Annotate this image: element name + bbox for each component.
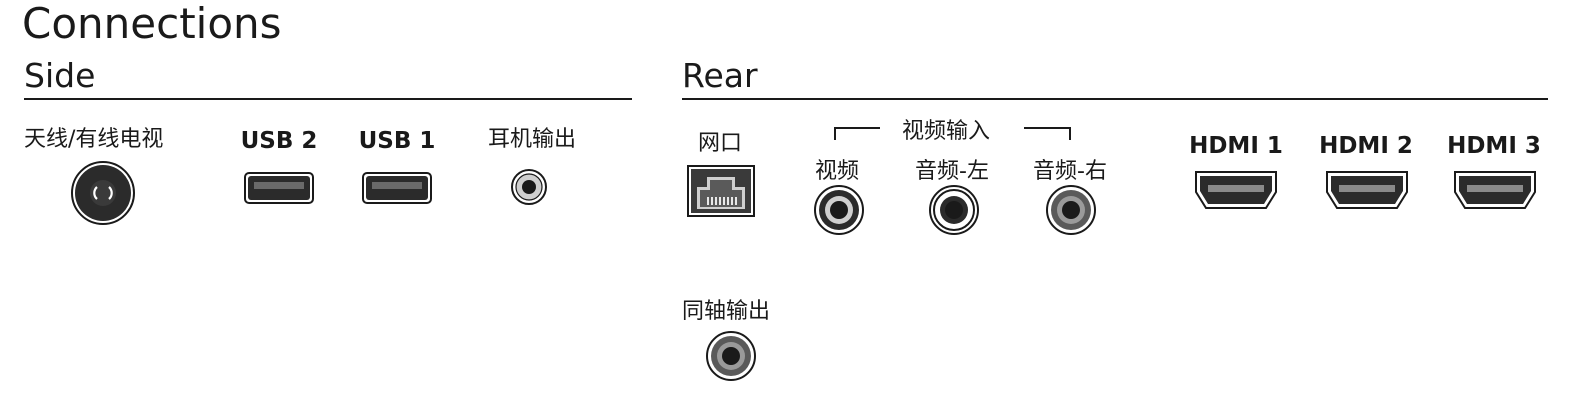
network-label: 网口 — [697, 131, 742, 156]
headphone-jack-icon — [511, 169, 547, 205]
coax-output-icon — [706, 331, 756, 381]
rear-heading: Rear — [682, 56, 758, 95]
rear-divider — [682, 98, 1548, 100]
coax-antenna-icon — [71, 161, 135, 225]
page-title: Connections — [22, 0, 282, 48]
rca-audio-right-icon — [1046, 185, 1096, 235]
video-input-bracket — [834, 127, 1071, 140]
usb1-label: USB 1 — [358, 128, 436, 154]
hdmi-icon — [1326, 171, 1408, 209]
rca-video-icon — [814, 185, 864, 235]
hdmi-icon — [1454, 171, 1536, 209]
ethernet-port-icon — [687, 165, 755, 217]
coax-out-label: 同轴输出 — [682, 299, 771, 324]
hdmi2-label: HDMI 2 — [1319, 133, 1413, 159]
side-divider — [24, 98, 632, 100]
hdmi-icon — [1195, 171, 1277, 209]
usb-icon — [244, 172, 314, 204]
video-label: 视频 — [814, 159, 859, 184]
hdmi3-label: HDMI 3 — [1447, 133, 1541, 159]
antenna-label: 天线/有线电视 — [24, 127, 164, 152]
usb2-label: USB 2 — [240, 128, 318, 154]
hdmi1-label: HDMI 1 — [1189, 133, 1283, 159]
usb-icon — [362, 172, 432, 204]
video-input-group-label: 视频输入 — [901, 119, 990, 144]
side-heading: Side — [24, 56, 96, 95]
audio-left-label: 音频-左 — [915, 159, 989, 184]
headphone-label: 耳机输出 — [487, 127, 576, 152]
rca-audio-left-icon — [929, 185, 979, 235]
audio-right-label: 音频-右 — [1033, 159, 1107, 184]
